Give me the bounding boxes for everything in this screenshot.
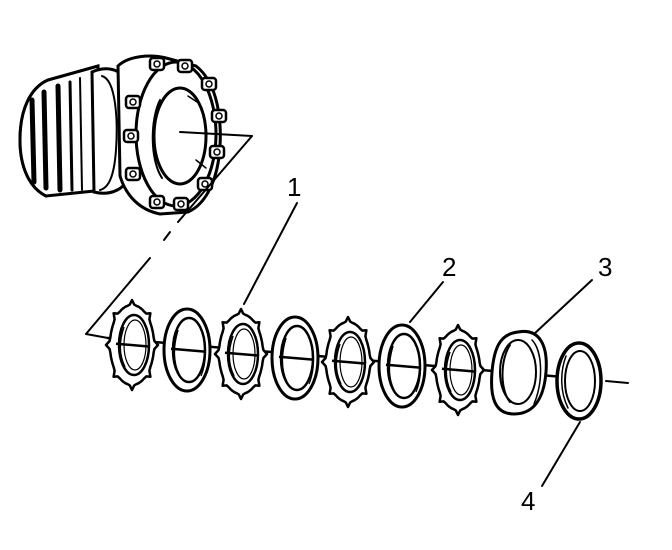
callout-1: 1	[287, 172, 301, 202]
friction-plate-1	[104, 298, 160, 392]
steel-plate-6	[377, 323, 427, 409]
friction-plate-5	[320, 315, 376, 409]
callout-3: 3	[598, 252, 612, 282]
friction-plate-3	[213, 307, 269, 401]
steel-plate-4	[270, 315, 320, 401]
snap-ring	[555, 341, 603, 421]
friction-plate-7	[430, 323, 486, 417]
flange-bolt-lugs	[122, 56, 228, 212]
callout-4: 4	[521, 486, 535, 516]
steel-plate-2	[162, 307, 212, 393]
leader-lines	[243, 202, 593, 487]
clutch-plate-stack	[104, 298, 486, 417]
differential-housing	[18, 54, 228, 216]
callout-2: 2	[442, 252, 456, 282]
retainer-ring	[490, 329, 548, 416]
callout-labels: 1 2 3 4	[287, 172, 612, 516]
